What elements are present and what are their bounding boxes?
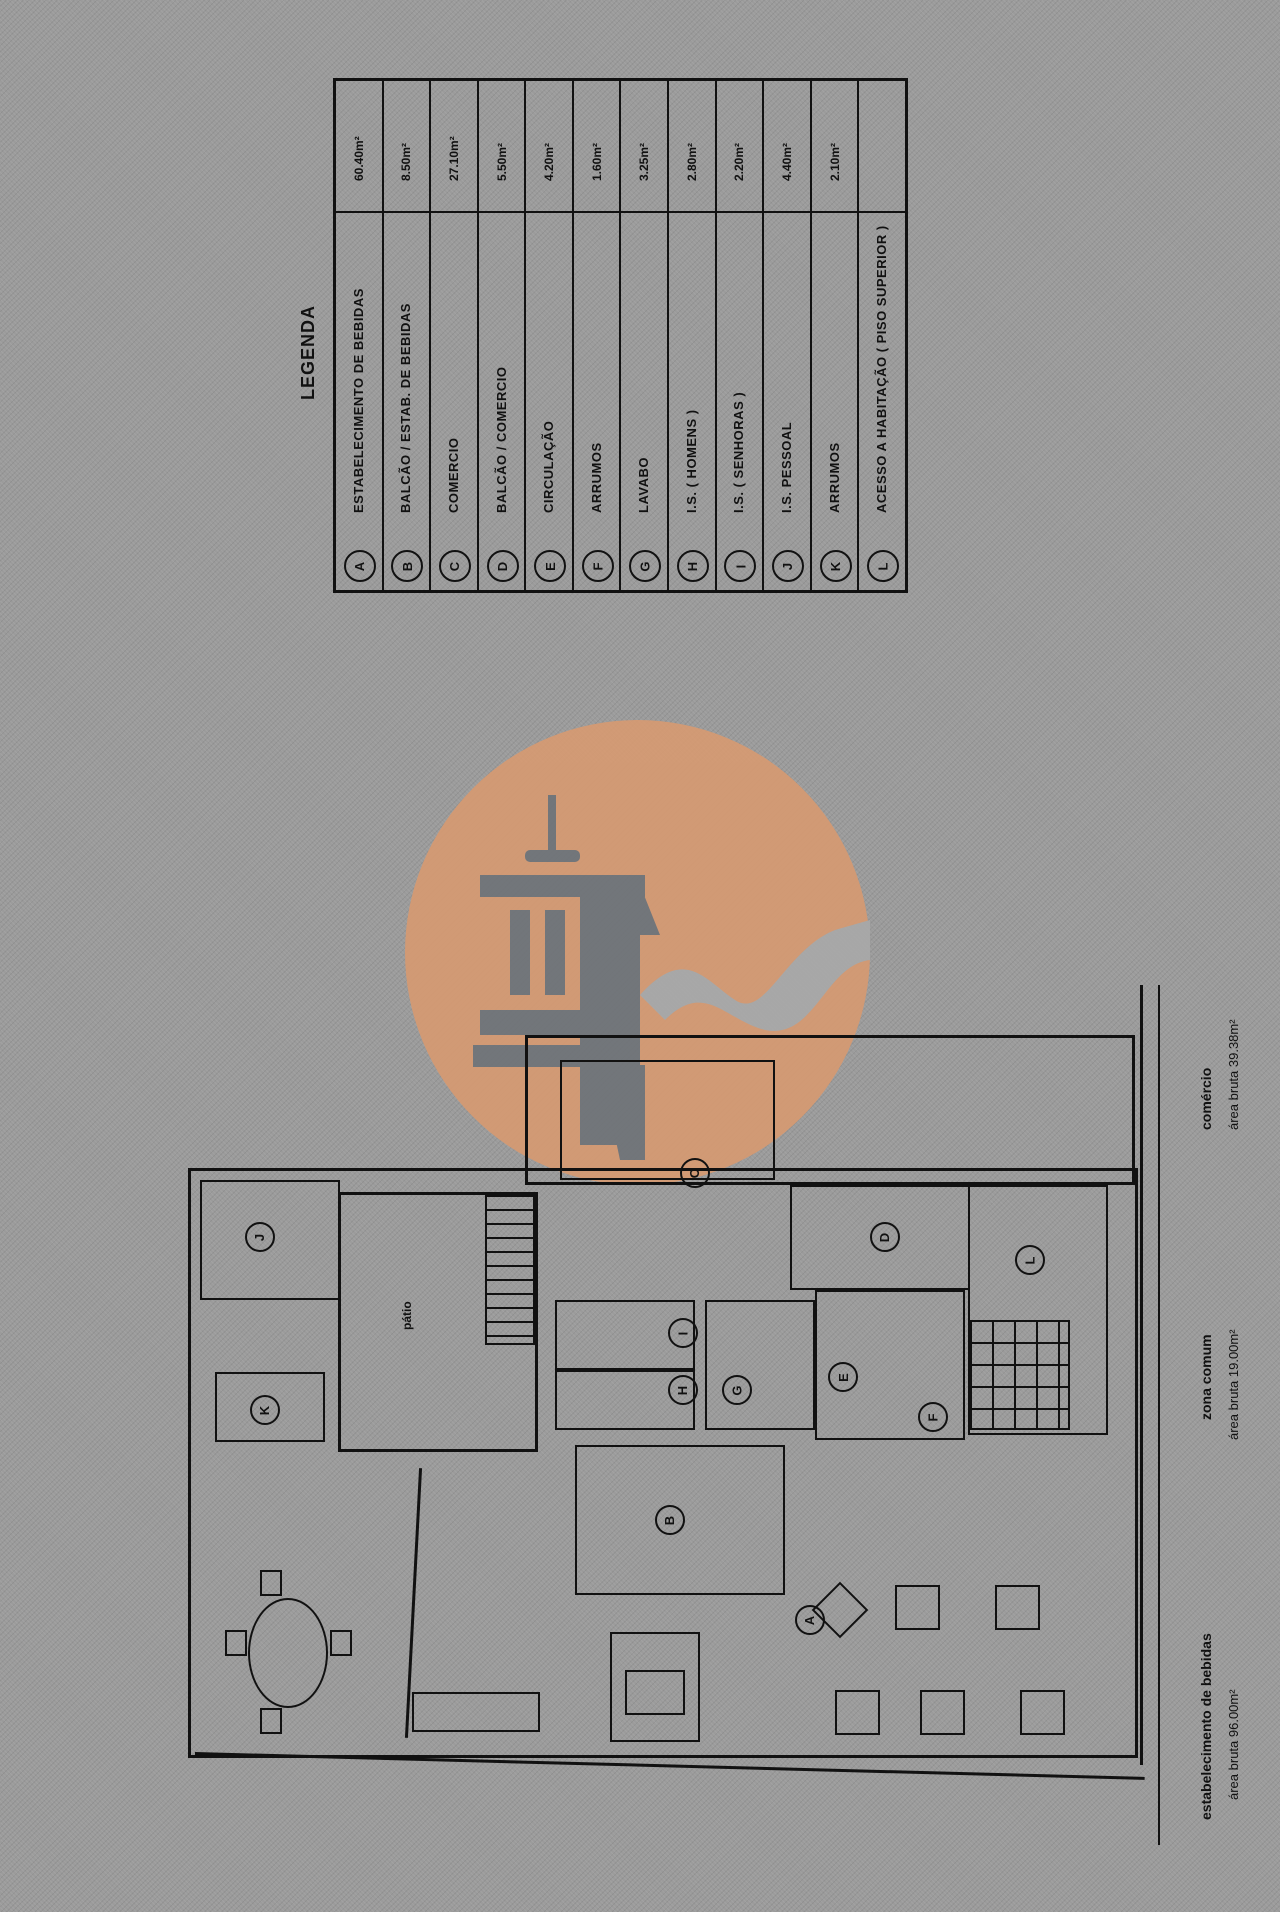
- legend-label: LAVABO: [636, 457, 652, 513]
- legend-area: 60.40m²: [351, 136, 366, 181]
- facade-line-outer: [1158, 985, 1160, 1845]
- legend-table: 60.40m² ESTABELECIMENTO DE BEBIDAS A 8.5…: [333, 78, 908, 593]
- patio-stairs: [485, 1195, 535, 1345]
- chair: [225, 1630, 247, 1656]
- legend-code: K: [819, 550, 852, 582]
- room-code-i: I: [668, 1318, 698, 1348]
- legend-area: 5.50m²: [494, 142, 509, 181]
- room-k: [215, 1372, 325, 1442]
- room-j: [200, 1180, 340, 1300]
- legend-code: H: [676, 550, 709, 582]
- legend-label: ESTABELECIMENTO DE BEBIDAS: [350, 288, 366, 513]
- legend-title: LEGENDA: [298, 304, 318, 400]
- zone-label-bebidas: estabelecimento de bebidas: [1198, 1633, 1214, 1820]
- square-table: [920, 1690, 965, 1735]
- legend-row-d: 5.50m² BALCÃO / COMERCIO D: [478, 81, 527, 590]
- legend-code: D: [486, 550, 519, 582]
- room-code-d: D: [870, 1222, 900, 1252]
- legend-label: ARRUMOS: [588, 442, 604, 513]
- legend-row-c: 27.10m² COMERCIO C: [431, 81, 479, 590]
- room-code-l: L: [1015, 1245, 1045, 1275]
- chair: [260, 1708, 282, 1734]
- chair: [330, 1630, 352, 1656]
- legend-area: 2.80m²: [684, 142, 699, 181]
- legend-label: COMERCIO: [445, 437, 461, 514]
- legend-row-g: 3.25m² LAVABO G: [621, 81, 670, 590]
- legend-area: 4.20m²: [542, 142, 557, 181]
- room-code-e: E: [828, 1362, 858, 1392]
- zone-area-comercio: área bruta 39.38m²: [1226, 1019, 1241, 1130]
- patio-area: [338, 1192, 538, 1452]
- legend-label: I.S. ( HOMENS ): [683, 409, 699, 513]
- long-table-top: [610, 1632, 700, 1742]
- legend-label: ACESSO A HABITAÇÃO ( PISO SUPERIOR ): [874, 225, 890, 513]
- legend-area: 8.50m²: [399, 142, 414, 181]
- stairs-to-upper-floor: [970, 1320, 1070, 1430]
- room-e: [815, 1290, 965, 1440]
- legend-row-k: 2.10m² ARRUMOS K: [811, 81, 860, 590]
- legend-row-j: 4.40m² I.S. PESSOAL J: [764, 81, 812, 590]
- square-table: [835, 1690, 880, 1735]
- legend-area: 4.40m²: [779, 142, 794, 181]
- bench: [412, 1692, 540, 1732]
- legend-row-h: 2.80m² I.S. ( HOMENS ) H: [669, 81, 717, 590]
- legend-code: J: [771, 550, 804, 582]
- legend-row-e: 4.20m² CIRCULAÇÃO E: [526, 81, 574, 590]
- legend-row-b: 8.50m² BALCÃO / ESTAB. DE BEBIDAS B: [383, 81, 432, 590]
- legend-code: B: [391, 550, 424, 582]
- room-code-j: J: [245, 1222, 275, 1252]
- legend-area: 2.20m²: [732, 142, 747, 181]
- legend-code: F: [581, 550, 614, 582]
- room-b-bar: [575, 1445, 785, 1595]
- room-code-a: A: [795, 1605, 825, 1635]
- legend-row-f: 1.60m² ARRUMOS F: [573, 81, 622, 590]
- room-g: [705, 1300, 815, 1430]
- long-table: [625, 1670, 685, 1715]
- legend-row-a: 60.40m² ESTABELECIMENTO DE BEBIDAS A: [336, 81, 384, 590]
- legend-code: C: [438, 550, 471, 582]
- legend-label: ARRUMOS: [826, 442, 842, 513]
- zone-label-comercio: comércio: [1198, 1067, 1214, 1130]
- square-table: [1020, 1690, 1065, 1735]
- legend-label: BALCÃO / ESTAB. DE BEBIDAS: [398, 303, 414, 513]
- room-l: [968, 1185, 1108, 1435]
- legend-area: 27.10m²: [446, 136, 461, 181]
- legend-label: I.S. PESSOAL: [778, 421, 794, 513]
- legend-label: BALCÃO / COMERCIO: [493, 366, 509, 513]
- legend-label: CIRCULAÇÃO: [541, 420, 557, 513]
- zone-label-comum: zona comum: [1198, 1334, 1214, 1420]
- round-table: [248, 1598, 328, 1708]
- legend-area: 2.10m²: [827, 142, 842, 181]
- comercio-counter: [560, 1060, 775, 1180]
- room-code-h: H: [668, 1375, 698, 1405]
- tower-logo-icon: [473, 795, 870, 1160]
- legend-code: A: [343, 550, 376, 582]
- zone-area-comum: área bruta 19.00m²: [1226, 1329, 1241, 1440]
- outer-wall: [188, 1168, 1138, 1758]
- legend-code: L: [867, 550, 900, 582]
- facade-line: [1140, 985, 1143, 1765]
- room-code-g: G: [722, 1375, 752, 1405]
- legend-code: G: [629, 550, 662, 582]
- legend-area: 1.60m²: [589, 142, 604, 181]
- legend-area: 3.25m²: [637, 142, 652, 181]
- square-table: [895, 1585, 940, 1630]
- room-code-c: C: [680, 1158, 710, 1188]
- legend-code: I: [724, 550, 757, 582]
- legend-label: I.S. ( SENHORAS ): [731, 391, 747, 513]
- chair: [260, 1570, 282, 1596]
- watermark-logo: [405, 720, 870, 1185]
- legend-row-i: 2.20m² I.S. ( SENHORAS ) I: [716, 81, 765, 590]
- room-code-k: K: [250, 1395, 280, 1425]
- legend-code: E: [534, 550, 567, 582]
- room-code-f: F: [918, 1402, 948, 1432]
- square-table: [995, 1585, 1040, 1630]
- legend-row-l: ACESSO A HABITAÇÃO ( PISO SUPERIOR ) L: [859, 81, 905, 590]
- patio-label: pátio: [400, 1301, 414, 1330]
- room-code-b: B: [655, 1505, 685, 1535]
- comercio-room: [525, 1035, 1135, 1185]
- zone-area-bebidas: área bruta 96.00m²: [1226, 1689, 1241, 1800]
